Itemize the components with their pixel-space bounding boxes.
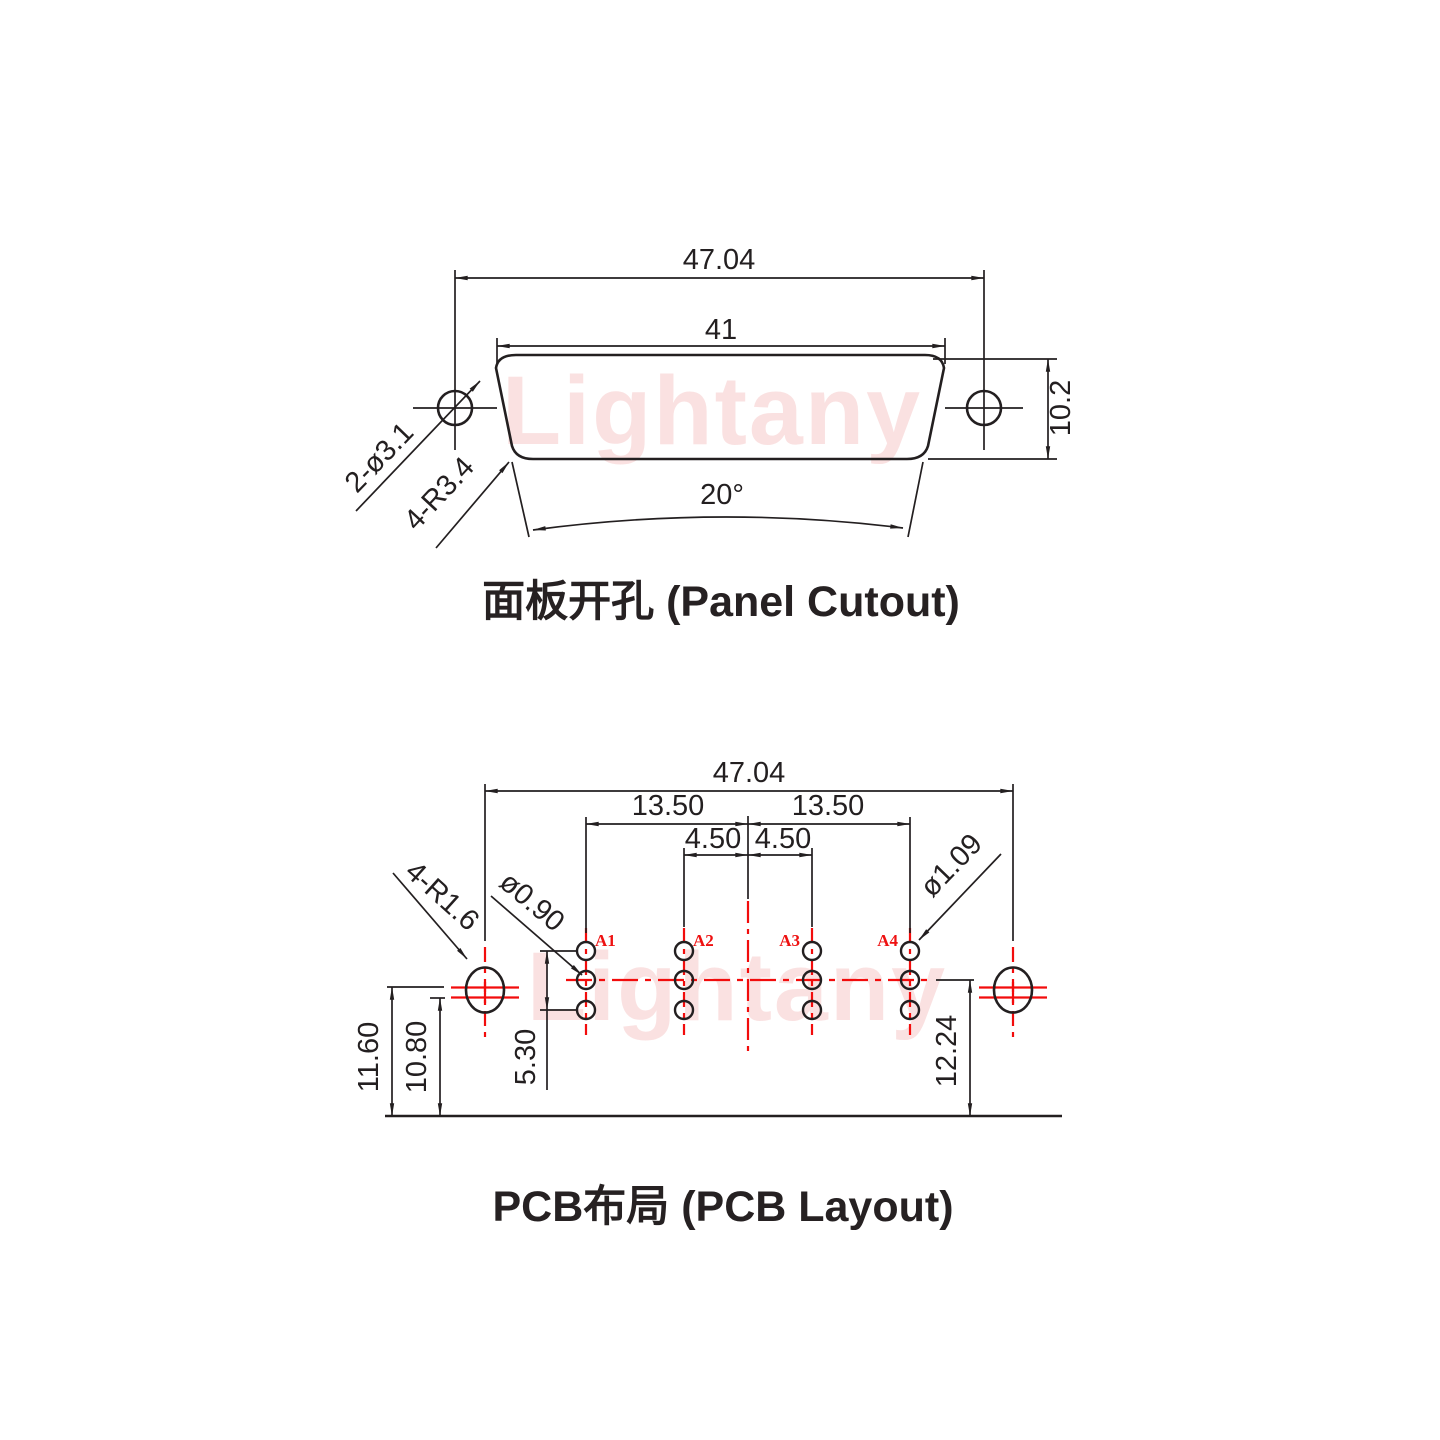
pin-label-a1: A1 — [595, 931, 616, 950]
dim-530: 5.30 — [510, 1029, 542, 1085]
pcb-layout-drawing: Lightany — [353, 757, 1062, 1231]
pin-label-a4: A4 — [877, 931, 898, 950]
pin-label-a3: A3 — [779, 931, 800, 950]
panel-cutout-title: 面板开孔 (Panel Cutout) — [482, 578, 960, 626]
leader-mount-radius — [392, 872, 468, 960]
pcb-layout-title: PCB布局 (PCB Layout) — [492, 1183, 953, 1231]
dim-pcb-width: 47.04 — [713, 757, 786, 789]
leader-corner-radius — [435, 461, 510, 549]
dim-1350-right: 13.50 — [792, 790, 865, 822]
dim-1080: 10.80 — [401, 1021, 433, 1094]
leader-signal-hole — [490, 895, 583, 976]
watermark-top: Lightany — [502, 356, 922, 465]
label-corner-radius: 4-R3.4 — [398, 451, 481, 536]
dim-inner-width: 41 — [705, 314, 737, 346]
dim-1224: 12.24 — [931, 1015, 963, 1088]
dim-1160: 11.60 — [353, 1022, 385, 1092]
angle-ext-right — [907, 461, 924, 538]
pcb-mount-hole-left — [464, 966, 506, 1014]
label-coax-hole: ø1.09 — [914, 828, 989, 904]
pcb-mount-hole-right — [992, 966, 1034, 1014]
mount-pad-mark-right — [979, 947, 1047, 1037]
dim-1350-left: 13.50 — [632, 790, 705, 822]
mount-pad-mark-left — [451, 947, 519, 1037]
leader-coax-hole — [918, 853, 1002, 941]
pin-holes — [575, 940, 921, 1021]
watermark-bottom: Lightany — [527, 932, 947, 1041]
label-signal-hole: ø0.90 — [493, 866, 570, 938]
dim-height: 10.2 — [1045, 380, 1077, 436]
panel-cutout-drawing: Lightany 47.04 41 10.2 20° 2-ø3.1 — [339, 244, 1077, 626]
angle-ext-left — [511, 461, 530, 538]
leader-mount-holes — [355, 380, 481, 512]
angle-arc — [532, 516, 904, 531]
dim-450-left: 4.50 — [685, 823, 741, 855]
dim-angle: 20° — [700, 479, 744, 511]
dim-outer-width: 47.04 — [683, 244, 756, 276]
dim-450-right: 4.50 — [755, 823, 811, 855]
pin-label-a2: A2 — [693, 931, 714, 950]
label-mount-radius: 4-R1.6 — [399, 855, 485, 937]
